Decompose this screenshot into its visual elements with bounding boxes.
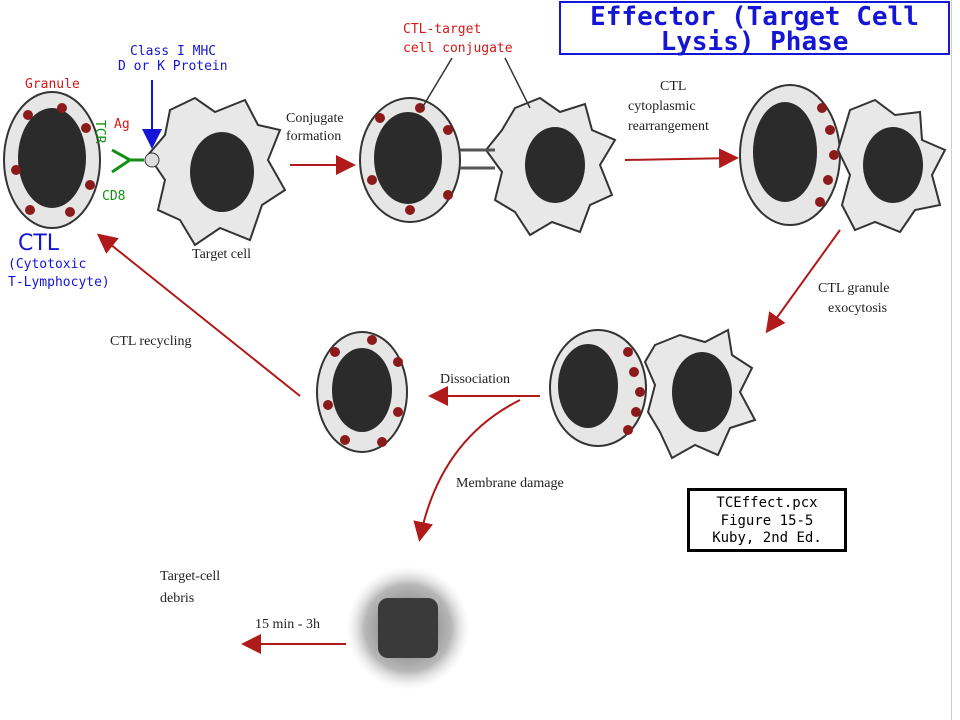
label-dissociation: Dissociation — [440, 372, 510, 387]
label-tcr: TCR — [92, 120, 107, 144]
label-exocytosis-line2: exocytosis — [828, 301, 887, 316]
label-ctl-full-line2: T-Lymphocyte) — [8, 275, 110, 290]
target-cell-debris — [346, 566, 470, 690]
target-cell-stage4 — [643, 328, 757, 460]
pointer-conjugate-left — [421, 57, 453, 109]
label-conjugate-formation-line1: Conjugate — [286, 111, 344, 126]
label-ctl-target-line2: cell conjugate — [403, 41, 513, 56]
title-line1: Effector (Target Cell — [590, 2, 919, 32]
label-granule: Granule — [25, 77, 80, 92]
label-membrane-damage: Membrane damage — [456, 476, 564, 491]
target-cell-stage3 — [836, 98, 947, 234]
label-debris-line1: Target-cell — [160, 569, 220, 584]
conjugate-bridge — [460, 148, 495, 170]
tcr-receptor — [111, 148, 144, 174]
reference-line3: Kuby, 2nd Ed. — [712, 530, 822, 546]
arrow-recycling — [96, 233, 301, 397]
reference-line1: TCEffect.pcx — [716, 495, 818, 511]
label-ctl-full-line1: (Cytotoxic — [8, 257, 86, 272]
target-cell-stage1 — [144, 96, 287, 247]
target-cell-stage2 — [484, 96, 617, 237]
ctl-cell-stage1 — [3, 91, 101, 229]
ctl-cell-stage2 — [359, 97, 461, 223]
label-recycling: CTL recycling — [110, 334, 192, 349]
title-line2: Lysis) Phase — [660, 27, 849, 57]
label-mhc-line1: Class I MHC — [130, 44, 216, 59]
arrow-exocytosis — [765, 229, 841, 334]
label-ag: Ag — [114, 117, 130, 132]
reference-box: TCEffect.pcx Figure 15-5 Kuby, 2nd Ed. — [687, 488, 847, 552]
label-rearrange-line1: CTL — [660, 79, 686, 94]
reference-line2: Figure 15-5 — [720, 513, 814, 529]
label-ctl-target-line1: CTL-target — [403, 22, 481, 37]
label-target-cell: Target cell — [192, 247, 251, 262]
ctl-cell-stage3 — [739, 84, 841, 226]
label-time: 15 min - 3h — [255, 617, 320, 632]
label-exocytosis-line1: CTL granule — [818, 281, 889, 296]
label-conjugate-formation-line2: formation — [286, 129, 341, 144]
pointer-conjugate-right — [504, 57, 531, 109]
ctl-cell-recycled — [316, 331, 408, 453]
title-box: Effector (Target Cell Lysis) Phase — [559, 1, 950, 55]
label-rearrange-line2: cytoplasmic — [628, 99, 696, 114]
right-edge-strip — [951, 0, 960, 720]
arrow-rearrange — [624, 148, 739, 169]
ctl-cell-stage4 — [549, 329, 647, 447]
label-mhc-line2: D or K Protein — [118, 59, 228, 74]
label-rearrange-line3: rearrangement — [628, 119, 709, 134]
arrow-membrane-damage — [413, 399, 521, 542]
label-debris-line2: debris — [160, 591, 194, 606]
label-ctl: CTL — [18, 231, 60, 256]
label-cd8: CD8 — [102, 189, 125, 204]
